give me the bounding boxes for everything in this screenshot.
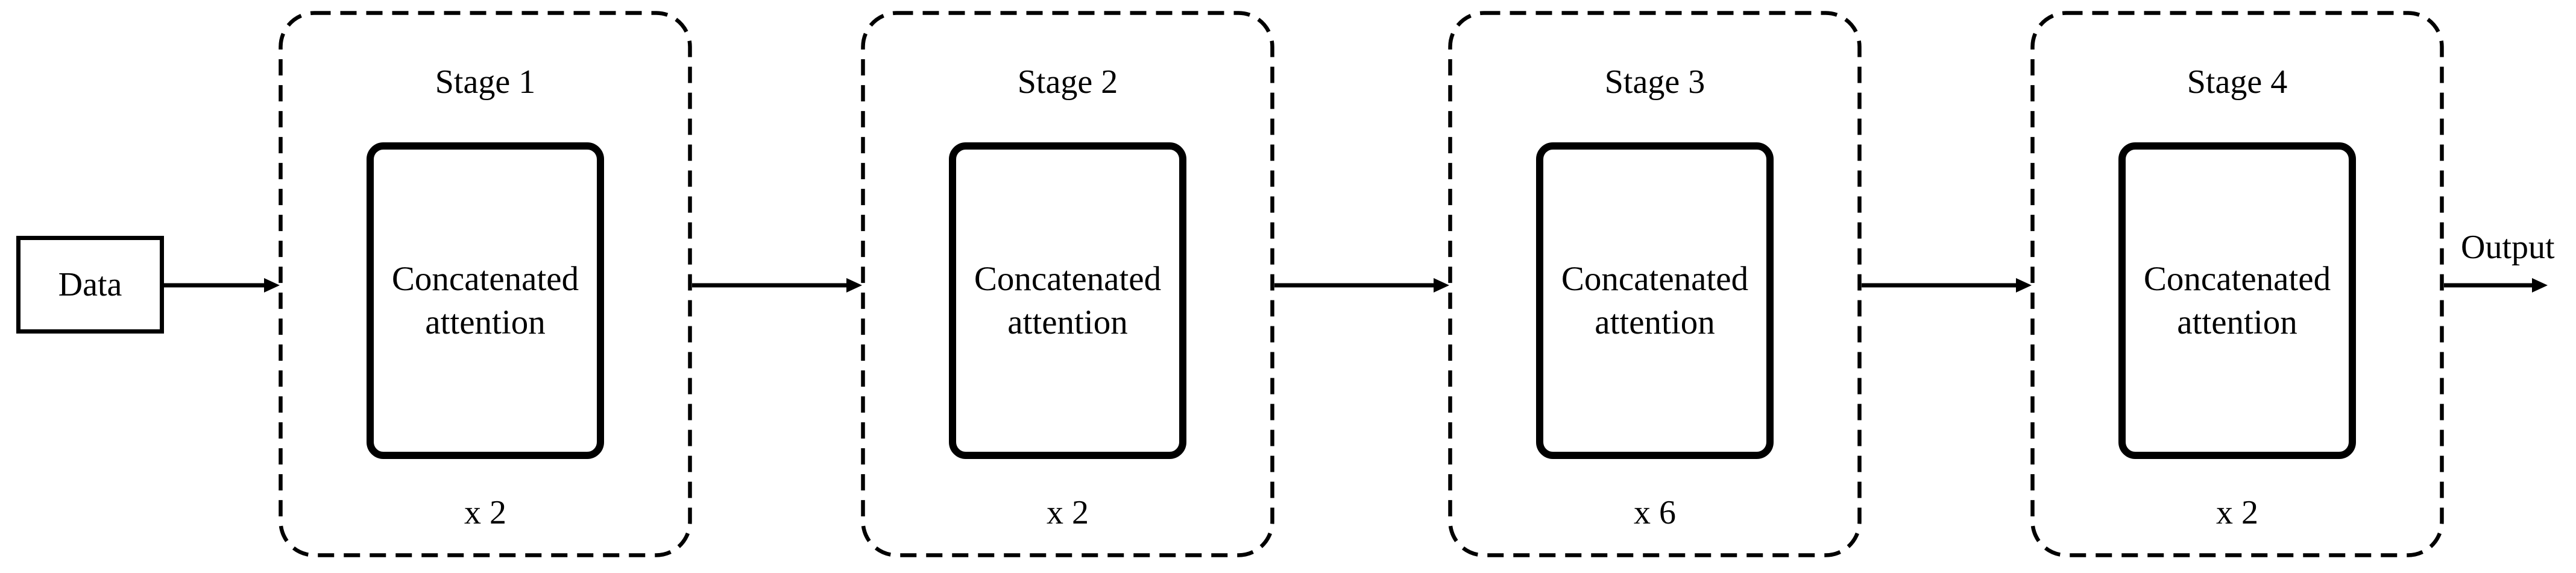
stage1-container: Stage 1 Concatenated attention x 2 xyxy=(279,11,692,557)
data-input-box: Data xyxy=(16,236,164,334)
stage1-title: Stage 1 xyxy=(435,63,536,101)
stage4-repeat-count: x 2 xyxy=(2216,494,2258,531)
stage2-container: Stage 2 Concatenated attention x 2 xyxy=(861,11,1274,557)
stage4-dashed-border xyxy=(2030,11,2444,557)
arrow-stage3-to-stage4 xyxy=(1862,278,2032,293)
arrow-stage4-to-output xyxy=(2444,278,2548,293)
stage1-dashed-border xyxy=(279,11,692,557)
stage4-attention-label: Concatenated attention xyxy=(2143,260,2331,341)
stage3-attention-label: Concatenated attention xyxy=(1561,260,1749,341)
arrow-stage2-to-stage3 xyxy=(1274,278,1449,293)
arrow-stage1-to-stage2 xyxy=(692,278,862,293)
stage3-attention-block: Concatenated attention xyxy=(1536,142,1774,459)
stage3-title: Stage 3 xyxy=(1604,63,1705,101)
stage2-repeat-count: x 2 xyxy=(1047,494,1089,531)
stage1-attention-label: Concatenated attention xyxy=(391,260,579,341)
stage1-attention-block: Concatenated attention xyxy=(367,142,604,459)
stage4-attention-block: Concatenated attention xyxy=(2118,142,2356,459)
stage4-container: Stage 4 Concatenated attention x 2 xyxy=(2030,11,2444,557)
stage2-attention-block: Concatenated attention xyxy=(949,142,1186,459)
stage3-repeat-count: x 6 xyxy=(1634,494,1676,531)
stage3-container: Stage 3 Concatenated attention x 6 xyxy=(1448,11,1862,557)
stage3-dashed-border xyxy=(1448,11,1862,557)
stage2-attention-label: Concatenated attention xyxy=(974,260,1162,341)
stage4-title: Stage 4 xyxy=(2187,63,2288,101)
data-input-label: Data xyxy=(58,266,122,303)
stage2-dashed-border xyxy=(861,11,1274,557)
stage1-repeat-count: x 2 xyxy=(464,494,506,531)
output-label: Output xyxy=(2461,229,2555,266)
arrow-data-to-stage1 xyxy=(164,278,280,293)
stage2-title: Stage 2 xyxy=(1017,63,1118,101)
